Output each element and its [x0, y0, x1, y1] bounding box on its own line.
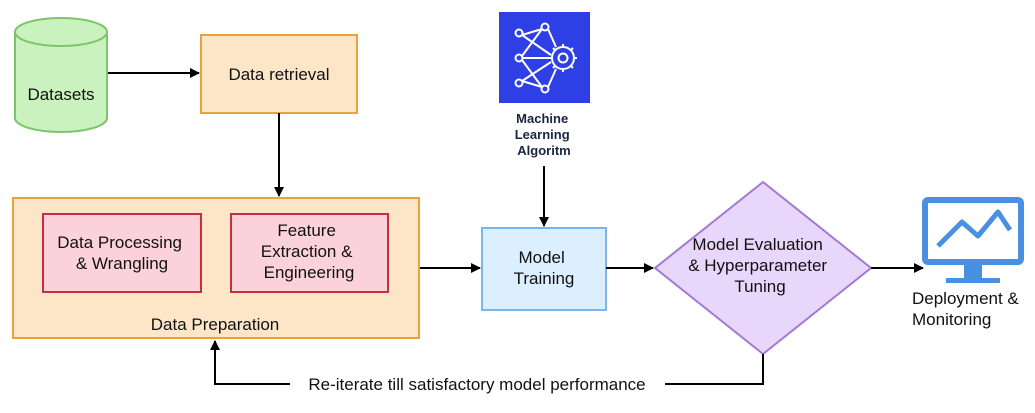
data-processing-box	[42, 213, 202, 293]
feedback-label: Re-iterate till satisfactory model perfo…	[308, 375, 645, 394]
deployment-label: Deployment & Monitoring	[912, 289, 1024, 329]
datasets-label: Datasets	[27, 85, 94, 104]
ml-algorithm-node: Machine Learning Algoritm	[499, 12, 590, 158]
model-training-label: Model Training	[514, 248, 575, 288]
model-evaluation-node: Model Evaluation & Hyperparameter Tuning	[653, 180, 873, 356]
ml-algorithm-label: Machine Learning Algoritm	[515, 111, 574, 158]
feedback-loop-return	[210, 340, 290, 385]
datasets-node: Datasets	[14, 17, 108, 133]
data-retrieval-node: Data retrieval	[200, 34, 358, 114]
feature-extraction-label: Feature Extraction & Engineering	[261, 221, 357, 282]
datasets-cylinder-top	[14, 17, 108, 47]
data-preparation-label: Data Preparation	[151, 315, 280, 334]
model-training-node: Model Training	[481, 227, 607, 311]
feedback-loop-path	[665, 354, 764, 385]
data-preparation-node: Data Processing & Wrangling Feature Extr…	[12, 197, 420, 339]
model-evaluation-label: Model Evaluation & Hyperparameter Tuning	[688, 235, 832, 296]
monitor-chart-icon	[922, 197, 1024, 283]
data-retrieval-label: Data retrieval	[228, 65, 329, 84]
neural-network-gear-icon	[514, 22, 577, 94]
datasets-cylinder	[14, 32, 108, 133]
data-processing-label: Data Processing & Wrangling	[57, 233, 186, 273]
feature-extraction-box	[230, 213, 389, 293]
deployment-node: Deployment & Monitoring	[912, 197, 1024, 329]
